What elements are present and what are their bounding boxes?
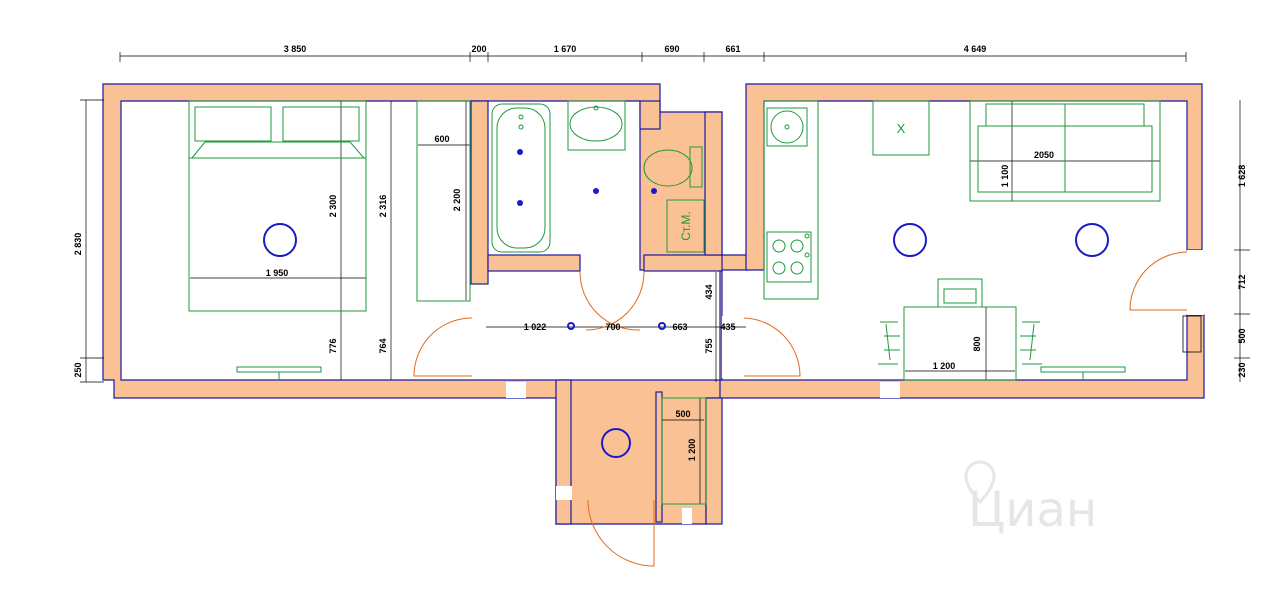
ceiling-lamp-kitchen: [893, 223, 927, 257]
toilet: [643, 146, 703, 188]
wall-bath-left: [470, 100, 489, 285]
wall-wc-top: [639, 100, 661, 130]
dim-bed-length: 2 300: [328, 195, 338, 218]
stove: [766, 231, 812, 283]
location-pin-icon: [964, 460, 996, 505]
dim-corr-2: 700: [605, 322, 620, 332]
dim-corr-1: 1 022: [524, 322, 547, 332]
watermark: Циан: [964, 460, 1097, 538]
dim-wardrobe-depth: 600: [434, 134, 449, 144]
opening-bedroom: [472, 316, 488, 378]
dim-corr-v1: 434: [704, 284, 714, 299]
wall-bath-bottom-right: [643, 254, 723, 272]
dim-right-4: 230: [1237, 362, 1247, 377]
dim-left-2: 250: [73, 362, 83, 377]
dim-wardrobe-length: 2 200: [452, 189, 462, 212]
dim-top-3: 1 670: [554, 44, 577, 54]
wall-left-block: [102, 83, 749, 525]
wall-right-lower: [719, 314, 1205, 399]
door-wc: [585, 271, 645, 331]
door-entry: [587, 499, 655, 567]
wall-hall-left: [555, 379, 572, 525]
dim-right-1: 1 628: [1237, 165, 1247, 188]
wall-hall-right: [705, 397, 723, 525]
dim-top-1: 3 850: [284, 44, 307, 54]
dim-sofa-width: 2050: [1034, 150, 1054, 160]
wall-wc-right: [704, 111, 723, 256]
door-living: [743, 317, 801, 377]
door-balcony: [1129, 251, 1188, 311]
dim-table-width: 1 200: [933, 361, 956, 371]
dimension-lines: [80, 52, 1250, 504]
dim-top-2: 200: [471, 44, 486, 54]
dim-closet-length: 1 200: [687, 439, 697, 462]
dim-left-1: 2 830: [73, 233, 83, 256]
bed: [188, 100, 367, 312]
sofa: [969, 100, 1161, 202]
radiators: [236, 366, 1126, 380]
dim-right-2: 712: [1237, 274, 1247, 289]
riser-box: [666, 199, 705, 253]
dim-right-3: 500: [1237, 328, 1247, 343]
door-bedroom: [413, 317, 473, 377]
dim-corr-4: 435: [720, 322, 735, 332]
dim-closet-width: 500: [675, 409, 690, 419]
bathtub: [491, 103, 551, 253]
wall-hall-mid: [655, 391, 663, 523]
ceiling-lamp-hall: [601, 428, 631, 458]
kitchen-counter: [763, 100, 819, 300]
ceiling-lamp-living: [1075, 223, 1109, 257]
dim-table-depth: 800: [972, 336, 982, 351]
ceiling-lamp-bedroom: [263, 223, 297, 257]
dim-lower-b: 764: [378, 338, 388, 353]
wall-right-block: [745, 83, 1203, 271]
opening-living: [722, 316, 744, 378]
dining-table: [878, 278, 1042, 381]
window-gap-1: [506, 382, 526, 398]
hall-closet: [661, 397, 707, 505]
lights: [263, 149, 1109, 458]
window-right-frame: [1182, 315, 1202, 353]
doors: [413, 251, 1188, 567]
window-gap-right: [1187, 250, 1204, 315]
opening-entry: [556, 486, 572, 500]
dim-corr-v2: 755: [704, 338, 714, 353]
dim-room-depth: 2 316: [378, 195, 388, 218]
wardrobe: [416, 100, 471, 302]
dimension-labels: 3 850 200 1 670 690 661 4 649 2 830 250 …: [73, 44, 1247, 461]
fridge-cross: X: [897, 121, 906, 136]
window-gap-3: [682, 508, 692, 524]
dim-bed-width: 1 950: [266, 268, 289, 278]
furniture: [188, 100, 1161, 505]
bath-sink: [567, 100, 626, 151]
dim-corr-3: 663: [672, 322, 687, 332]
fridge: [872, 100, 930, 156]
walls: [102, 83, 1205, 525]
door-bath: [579, 271, 641, 331]
dim-top-4: 690: [664, 44, 679, 54]
riser-label: Ст.М.: [679, 211, 693, 241]
watermark-text: Циан: [968, 482, 1097, 538]
dim-lower-a: 776: [328, 338, 338, 353]
dim-top-6: 4 649: [964, 44, 987, 54]
wall-bath-bottom: [487, 254, 581, 272]
dim-top-5: 661: [725, 44, 740, 54]
window-gap-2: [880, 382, 900, 398]
dim-sofa-depth: 1 100: [1000, 165, 1010, 188]
